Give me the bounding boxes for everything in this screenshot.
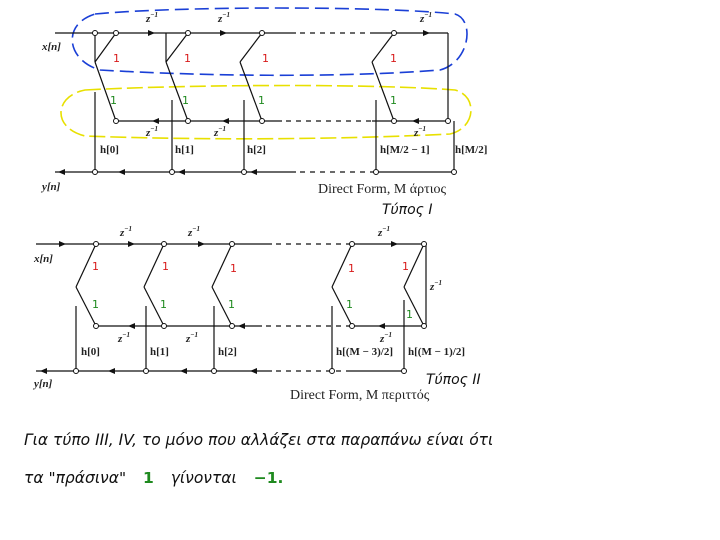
- delay-label: z−1: [419, 11, 432, 25]
- tap-label: h[M/2]: [455, 144, 487, 156]
- diagram-type-1: z−1 z−1 z−1 z−1 z−1 z−1 x[n] y[n] h[0] h…: [40, 7, 487, 218]
- tap-label: h[(M − 1)/2]: [408, 346, 465, 358]
- delay-label: z−1: [429, 279, 442, 293]
- note-line-2: τα "πράσινα" 1 γίνονται −1.: [24, 469, 283, 487]
- branch-column-3: [329, 241, 355, 374]
- red-one-label: 1: [184, 52, 191, 65]
- yellow-annotation-loop: [60, 84, 472, 140]
- delay-label: z−1: [185, 331, 198, 345]
- note-line-1: Για τύπο ΙΙΙ, ΙV, το μόνο που αλλάζει στ…: [24, 431, 493, 449]
- green-one-label: 1: [182, 94, 189, 107]
- blue-annotation-loop: [71, 7, 468, 77]
- green-one-label: 1: [346, 298, 353, 311]
- green-one-label: 1: [92, 298, 99, 311]
- branch-column-3: [371, 30, 397, 175]
- red-one-label: 1: [162, 260, 169, 273]
- branch-column-1: [143, 241, 167, 374]
- tap-label: h[1]: [175, 144, 194, 156]
- type-label: Τύπος Ι: [382, 202, 432, 218]
- branch-column-1: [165, 30, 191, 175]
- red-one-label: 1: [390, 52, 397, 65]
- delay-label: z−1: [213, 125, 226, 139]
- input-label: x[n]: [33, 253, 53, 265]
- red-one-label: 1: [113, 52, 120, 65]
- delay-label: z−1: [379, 331, 392, 345]
- delay-label: z−1: [117, 331, 130, 345]
- red-one-label: 1: [402, 260, 409, 273]
- tap-label: h[0]: [100, 144, 119, 156]
- delay-label: z−1: [119, 225, 132, 239]
- branch-column-2: [239, 30, 265, 175]
- red-one-label: 1: [262, 52, 269, 65]
- branch-column-4: [401, 241, 427, 374]
- red-one-label: 1: [348, 262, 355, 275]
- handwritten-note: Για τύπο ΙΙΙ, ΙV, το μόνο που αλλάζει στ…: [24, 431, 493, 487]
- green-one-label: 1: [406, 308, 413, 321]
- delay-label: z−1: [413, 125, 426, 139]
- delay-label: z−1: [187, 225, 200, 239]
- diagram-caption: Direct Form, M περιττός: [290, 388, 430, 403]
- tap-label: h[2]: [218, 346, 237, 358]
- red-one-label: 1: [92, 260, 99, 273]
- green-one-label: 1: [228, 298, 235, 311]
- delay-label: z−1: [145, 11, 158, 25]
- tap-label: h[1]: [150, 346, 169, 358]
- diagram-type-2: z−1 z−1 z−1 z−1 z−1 z−1 z−1 x[n] y[n] h[…: [32, 225, 481, 403]
- output-label: y[n]: [32, 378, 53, 390]
- delay-label: z−1: [217, 11, 230, 25]
- tap-label: h[(M − 3)/2]: [336, 346, 393, 358]
- delay-label: z−1: [377, 225, 390, 239]
- input-label: x[n]: [41, 41, 61, 53]
- branch-column-0: [92, 30, 119, 175]
- branch-column-0: [73, 241, 99, 374]
- delay-label: z−1: [145, 125, 158, 139]
- type-label: Τύπος ΙΙ: [426, 372, 481, 388]
- green-one-label: 1: [258, 94, 265, 107]
- red-one-label: 1: [230, 262, 237, 275]
- green-one-label: 1: [110, 94, 117, 107]
- tap-label: h[2]: [247, 144, 266, 156]
- diagram-caption: Direct Form, M άρτιος: [318, 182, 446, 197]
- tap-label: h[M/2 − 1]: [380, 144, 430, 156]
- branch-column-2: [211, 241, 235, 374]
- green-one-label: 1: [160, 298, 167, 311]
- output-label: y[n]: [40, 181, 61, 193]
- green-one-label: 1: [390, 94, 397, 107]
- branch-column-4: [445, 118, 457, 175]
- tap-label: h[0]: [81, 346, 100, 358]
